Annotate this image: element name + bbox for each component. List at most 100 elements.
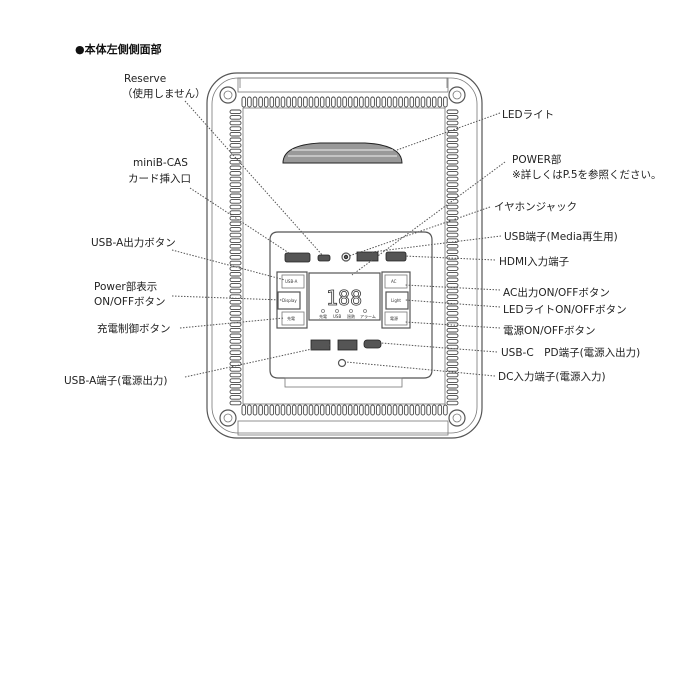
label-power-button: 電源ON/OFFボタン [503, 324, 596, 337]
vent-rib [229, 266, 242, 271]
usb-a-port-1[interactable] [310, 339, 331, 351]
label-usb-a-port: USB-A端子(電源出力) [64, 374, 168, 387]
vent-rib [446, 372, 459, 378]
vent-rib [319, 96, 325, 108]
usb-media-port[interactable] [356, 251, 379, 262]
vent-rib [247, 96, 252, 108]
section-title: ●本体左側側面部 [75, 42, 162, 56]
vent-rib [426, 404, 431, 416]
vent-rib [336, 404, 342, 416]
vent-rib [446, 176, 459, 182]
vent-rib [275, 404, 280, 416]
vent-rib [446, 154, 459, 159]
vent-rib [387, 96, 392, 108]
vent-rib [446, 143, 459, 148]
indicator-heat: 過熱 [347, 313, 355, 319]
vent-rib [392, 404, 398, 416]
vent-rib [303, 404, 308, 416]
vent-rib [229, 305, 242, 311]
vent-rib [446, 277, 459, 283]
power-button[interactable] [384, 311, 408, 326]
vent-rib [375, 404, 381, 416]
label-led-button: LEDライトON/OFFボタン [503, 304, 627, 316]
vent-rib [263, 96, 269, 108]
vent-rib [229, 137, 242, 143]
vent-rib [314, 96, 319, 108]
usb-c-port[interactable] [363, 339, 382, 349]
vent-rib [359, 96, 364, 108]
vent-rib [229, 143, 242, 148]
vent-rib [229, 131, 242, 137]
label-charge-control: 充電制御ボタン [97, 322, 171, 335]
vent-rib [381, 96, 387, 108]
vent-rib [446, 165, 459, 171]
vent-rib [229, 249, 242, 255]
vent-rib [409, 404, 415, 416]
vent-rib [359, 404, 364, 416]
vent-rib [286, 96, 291, 108]
vent-rib [252, 404, 258, 416]
dc-input-port[interactable] [337, 358, 347, 368]
vent-rib [446, 361, 459, 367]
vent-rib [420, 96, 426, 108]
ac-button[interactable] [384, 274, 408, 289]
vent-rib [446, 204, 459, 210]
right-labels: LEDライト POWER部 ※詳しくはP.5を参照ください。 イヤホンジャック … [494, 109, 662, 383]
vent-rib [342, 404, 347, 416]
vent-rib [229, 271, 242, 277]
vent-rib [229, 288, 242, 294]
vent-rib [426, 96, 431, 108]
vent-rib [229, 210, 242, 215]
vent-rib [275, 96, 280, 108]
vent-rib [446, 350, 459, 355]
vent-rib [381, 404, 387, 416]
vent-rib [446, 182, 459, 187]
vent-rib [314, 404, 319, 416]
label-power-display-button: ON/OFFボタン [94, 296, 166, 308]
vent-rib [336, 96, 342, 108]
vent-rib [446, 126, 459, 131]
usb-a-button[interactable] [281, 274, 305, 289]
vent-rib [446, 299, 459, 305]
minib-cas-slot[interactable] [284, 252, 311, 263]
vent-rib [229, 327, 242, 333]
vent-rib [364, 96, 370, 108]
vent-rib [446, 333, 459, 339]
vent-rib [229, 283, 242, 288]
vent-rib [229, 277, 242, 283]
vent-rib [325, 404, 331, 416]
vent-rib [446, 367, 459, 372]
vent-rib [291, 96, 297, 108]
vent-rib [446, 249, 459, 255]
vent-rib [229, 232, 242, 238]
vent-rib [398, 96, 403, 108]
display-button[interactable] [277, 291, 301, 310]
vent-rib [370, 404, 375, 416]
vent-rib [229, 344, 242, 350]
vent-rib [446, 288, 459, 294]
vent-rib [446, 199, 459, 204]
vent-rib [446, 316, 459, 322]
light-button[interactable] [385, 291, 409, 310]
vent-rib [229, 148, 242, 154]
vent-rib [446, 109, 459, 115]
vent-rib [409, 96, 415, 108]
vent-rib [252, 96, 258, 108]
vent-rib [446, 327, 459, 333]
vent-rib [446, 266, 459, 271]
vent-rib [280, 404, 286, 416]
vent-rib [229, 316, 242, 322]
vent-rib [229, 109, 242, 115]
label-power-display: Power部表示 [94, 280, 157, 293]
label-hdmi: HDMI入力端子 [499, 255, 569, 268]
vent-rib [370, 96, 375, 108]
usb-a-port-2[interactable] [337, 339, 358, 351]
vent-rib [446, 395, 459, 400]
usb-a-button-label: USB-A [285, 279, 298, 284]
hdmi-port[interactable] [385, 251, 407, 262]
vent-rib [443, 96, 448, 108]
vent-rib [446, 355, 459, 361]
vent-rib [446, 227, 459, 232]
screw-holes [219, 86, 466, 427]
